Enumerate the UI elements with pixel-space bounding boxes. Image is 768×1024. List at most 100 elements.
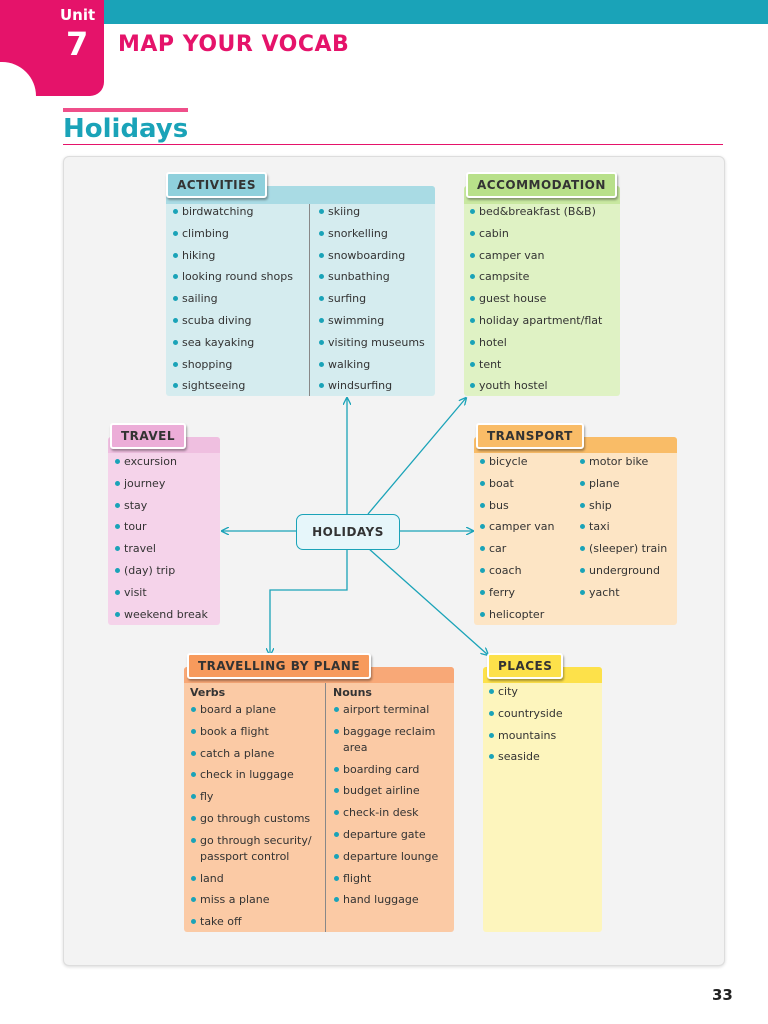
list-item: walking bbox=[318, 358, 425, 380]
list-item: catch a plane bbox=[190, 747, 312, 769]
list-item: city bbox=[488, 685, 563, 707]
activities-col2: skiing snorkelling snowboarding sunbathi… bbox=[318, 205, 425, 401]
list-item: guest house bbox=[469, 292, 602, 314]
list-item: airport terminal bbox=[333, 703, 438, 725]
list-item-continuation: area bbox=[343, 740, 368, 754]
list-item: skiing bbox=[318, 205, 425, 227]
top-color-bar bbox=[0, 0, 768, 24]
list-item: hand luggage bbox=[333, 893, 438, 915]
plane-verbs-list: board a plane book a flight catch a plan… bbox=[190, 703, 312, 937]
page-number: 33 bbox=[712, 986, 733, 1004]
list-item: mountains bbox=[488, 729, 563, 751]
arrow-to-places bbox=[367, 547, 488, 655]
unit-number: 7 bbox=[66, 25, 89, 63]
transport-label: TRANSPORT bbox=[476, 423, 584, 449]
list-item: travel bbox=[114, 542, 208, 564]
transport-box: bicycle boat bus camper van car coach fe… bbox=[474, 437, 677, 625]
list-item: motor bike bbox=[579, 455, 667, 477]
list-item: countryside bbox=[488, 707, 563, 729]
list-item: check in luggage bbox=[190, 768, 312, 790]
list-item: sightseeing bbox=[172, 379, 293, 401]
list-item: campsite bbox=[469, 270, 602, 292]
accommodation-list: bed&breakfast (B&B) cabin camper van cam… bbox=[469, 205, 602, 401]
list-item: snorkelling bbox=[318, 227, 425, 249]
list-item: ship bbox=[579, 499, 667, 521]
transport-col1: bicycle boat bus camper van car coach fe… bbox=[479, 455, 555, 629]
section-title: Holidays bbox=[63, 114, 189, 144]
list-item: land bbox=[190, 872, 312, 894]
list-item: weekend break bbox=[114, 608, 208, 630]
list-item: tour bbox=[114, 520, 208, 542]
list-item: miss a plane bbox=[190, 893, 312, 915]
list-item: swimming bbox=[318, 314, 425, 336]
list-item: snowboarding bbox=[318, 249, 425, 271]
activities-label: ACTIVITIES bbox=[166, 172, 267, 198]
activities-divider bbox=[309, 204, 310, 396]
list-item: stay bbox=[114, 499, 208, 521]
list-item: (day) trip bbox=[114, 564, 208, 586]
center-node-holidays: HOLIDAYS bbox=[296, 514, 400, 550]
list-item: hotel bbox=[469, 336, 602, 358]
list-item: cabin bbox=[469, 227, 602, 249]
list-item: camper van bbox=[469, 249, 602, 271]
places-list: city countryside mountains seaside bbox=[488, 685, 563, 772]
list-item: holiday apartment/flat bbox=[469, 314, 602, 336]
list-item: book a flight bbox=[190, 725, 312, 747]
list-item: departure lounge bbox=[333, 850, 438, 872]
list-item: plane bbox=[579, 477, 667, 499]
list-item: tent bbox=[469, 358, 602, 380]
list-item: bus bbox=[479, 499, 555, 521]
list-item: surfing bbox=[318, 292, 425, 314]
verbs-heading: Verbs bbox=[190, 686, 226, 699]
nouns-heading: Nouns bbox=[333, 686, 372, 699]
list-item: underground bbox=[579, 564, 667, 586]
list-item: windsurfing bbox=[318, 379, 425, 401]
list-item: journey bbox=[114, 477, 208, 499]
plane-box: Verbs Nouns board a plane book a flight … bbox=[184, 667, 454, 932]
list-item: bicycle bbox=[479, 455, 555, 477]
list-item: departure gate bbox=[333, 828, 438, 850]
travel-list: excursion journey stay tour travel (day)… bbox=[114, 455, 208, 629]
list-item: coach bbox=[479, 564, 555, 586]
transport-col2: motor bike plane ship taxi (sleeper) tra… bbox=[579, 455, 667, 608]
unit-tab: Unit 7 bbox=[0, 0, 104, 96]
list-item: climbing bbox=[172, 227, 293, 249]
list-item: hiking bbox=[172, 249, 293, 271]
list-item: excursion bbox=[114, 455, 208, 477]
list-item: camper van bbox=[479, 520, 555, 542]
list-item: bed&breakfast (B&B) bbox=[469, 205, 602, 227]
section-accent-bar bbox=[63, 108, 188, 112]
list-item: (sleeper) train bbox=[579, 542, 667, 564]
arrow-to-plane bbox=[270, 548, 348, 655]
list-item: go through security/ bbox=[190, 834, 312, 850]
activities-col1: birdwatching climbing hiking looking rou… bbox=[172, 205, 293, 401]
accommodation-box: bed&breakfast (B&B) cabin camper van cam… bbox=[464, 186, 620, 396]
list-item: boat bbox=[479, 477, 555, 499]
list-item: sailing bbox=[172, 292, 293, 314]
list-item: board a plane bbox=[190, 703, 312, 725]
list-item: fly bbox=[190, 790, 312, 812]
list-item: sunbathing bbox=[318, 270, 425, 292]
list-item: flight bbox=[333, 872, 438, 894]
list-item: looking round shops bbox=[172, 270, 293, 292]
list-item: take off bbox=[190, 915, 312, 937]
unit-label: Unit bbox=[60, 6, 96, 24]
list-item: visiting museums bbox=[318, 336, 425, 358]
section-underline bbox=[63, 144, 723, 145]
list-item: visit bbox=[114, 586, 208, 608]
plane-nouns-list: airport terminal baggage reclaim area bo… bbox=[333, 703, 438, 915]
list-item: birdwatching bbox=[172, 205, 293, 227]
list-item: seaside bbox=[488, 750, 563, 772]
list-item: taxi bbox=[579, 520, 667, 542]
arrow-to-accommodation bbox=[367, 398, 466, 515]
list-item: baggage reclaim bbox=[333, 725, 438, 741]
list-item: shopping bbox=[172, 358, 293, 380]
page-title: MAP YOUR VOCAB bbox=[118, 32, 350, 57]
list-item-continuation: passport control bbox=[200, 849, 290, 863]
places-label: PLACES bbox=[487, 653, 564, 679]
list-item: go through customs bbox=[190, 812, 312, 834]
list-item: car bbox=[479, 542, 555, 564]
list-item: youth hostel bbox=[469, 379, 602, 401]
plane-label: TRAVELLING BY PLANE bbox=[187, 653, 372, 679]
